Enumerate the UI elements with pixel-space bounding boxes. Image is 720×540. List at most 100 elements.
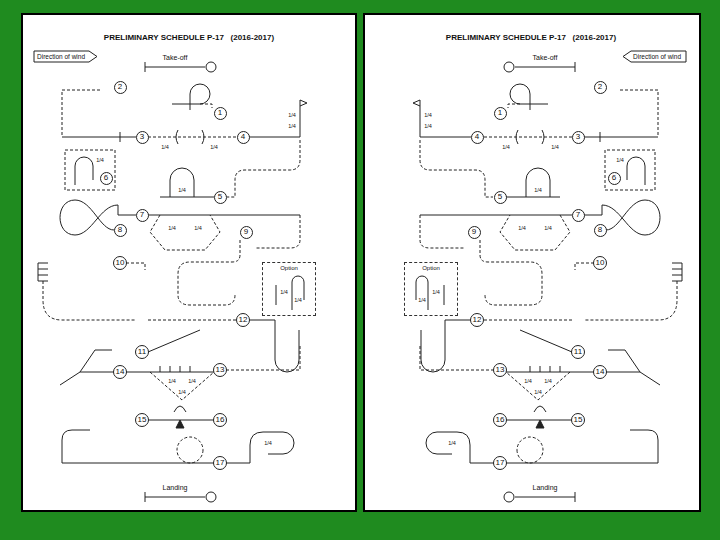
figure-number: 11 bbox=[571, 345, 585, 359]
fraction-mark: 1/4 bbox=[177, 389, 187, 395]
figure-number-text: 2 bbox=[118, 83, 122, 92]
figure-line bbox=[118, 205, 136, 215]
figure-number: 9 bbox=[240, 226, 253, 239]
figure-loop bbox=[178, 240, 240, 305]
figure-line bbox=[249, 100, 307, 137]
fraction-mark: 1/4 bbox=[160, 144, 170, 150]
figure-number-text: 6 bbox=[612, 174, 616, 183]
figure-number: 7 bbox=[136, 209, 149, 222]
figure-loop bbox=[226, 432, 294, 463]
path-dash bbox=[62, 90, 100, 137]
figure-number-text: 16 bbox=[496, 416, 505, 425]
wind-direction-box: Direction of wind bbox=[33, 50, 98, 63]
path-dash bbox=[255, 215, 300, 248]
fraction-mark: 1/4 bbox=[431, 289, 441, 295]
fraction-mark: 1/4 bbox=[187, 378, 197, 384]
fraction-mark: 1/4 bbox=[167, 378, 177, 384]
figure-line bbox=[148, 330, 200, 352]
figure-number-text: 13 bbox=[496, 366, 505, 375]
figure-number: 1 bbox=[214, 107, 227, 120]
figure-number: 16 bbox=[213, 413, 227, 427]
fraction-mark: 1/4 bbox=[501, 144, 511, 150]
fraction-mark: 1/4 bbox=[95, 157, 105, 163]
flight-path bbox=[38, 62, 307, 502]
option-heading: Option bbox=[422, 265, 440, 272]
page-sheet bbox=[364, 14, 700, 511]
figure-number-text: 17 bbox=[216, 459, 225, 468]
figure-number-text: 10 bbox=[596, 259, 605, 268]
figure-triangle bbox=[150, 372, 214, 400]
fraction-mark: 1/4 bbox=[517, 225, 527, 231]
figure-number-text: 1 bbox=[218, 109, 222, 118]
figure-number-text: 16 bbox=[216, 416, 225, 425]
figure-number-text: 9 bbox=[244, 228, 248, 237]
path-dash bbox=[226, 345, 300, 370]
figure-number: 10 bbox=[593, 256, 607, 270]
figure-number: 5 bbox=[214, 191, 227, 204]
figure-loop bbox=[177, 437, 203, 463]
fraction-mark: 1/4 bbox=[287, 112, 297, 118]
figure-number: 14 bbox=[593, 365, 607, 379]
wind-text: Direction of wind bbox=[633, 53, 681, 60]
option-frame bbox=[65, 150, 115, 190]
figure-line bbox=[62, 430, 214, 463]
figure-number: 13 bbox=[493, 363, 507, 377]
figure-number-text: 5 bbox=[218, 193, 222, 202]
figure-number: 12 bbox=[470, 313, 484, 327]
fraction-mark: 1/4 bbox=[193, 225, 203, 231]
roll-mark bbox=[176, 130, 204, 144]
option-box: Option bbox=[404, 262, 458, 316]
figure-number-text: 13 bbox=[216, 366, 225, 375]
landing-line bbox=[145, 492, 205, 502]
figure-line bbox=[148, 137, 237, 138]
fraction-mark: 1/4 bbox=[417, 297, 427, 303]
wind-arrow-outline bbox=[34, 51, 97, 62]
figure-number: 2 bbox=[114, 81, 127, 94]
fraction-mark: 1/4 bbox=[550, 144, 560, 150]
fraction-mark: 1/4 bbox=[447, 440, 457, 446]
figure-number-text: 12 bbox=[239, 316, 248, 325]
fraction-mark: 1/4 bbox=[533, 389, 543, 395]
figure-number-text: 2 bbox=[598, 83, 602, 92]
fraction-mark: 1/4 bbox=[167, 225, 177, 231]
landing-circle bbox=[206, 492, 216, 502]
figure-hump bbox=[160, 168, 214, 197]
fraction-mark: 1/4 bbox=[523, 378, 533, 384]
figure-number-text: 10 bbox=[116, 259, 125, 268]
fraction-mark: 1/4 bbox=[279, 289, 289, 295]
figure-number-text: 14 bbox=[596, 368, 605, 377]
figure-number: 16 bbox=[493, 413, 507, 427]
figure-number-text: 3 bbox=[576, 133, 580, 142]
figure-number-text: 4 bbox=[241, 133, 245, 142]
figure-number-text: 15 bbox=[138, 416, 147, 425]
figure-line bbox=[148, 215, 300, 216]
figure-number-text: 8 bbox=[598, 226, 602, 235]
figure-number-text: 3 bbox=[140, 133, 144, 142]
figure-number-text: 1 bbox=[498, 109, 502, 118]
figure-line bbox=[148, 420, 214, 421]
fraction-mark: 1/4 bbox=[263, 440, 273, 446]
figure-symbol bbox=[174, 406, 186, 412]
figure-number-text: 14 bbox=[116, 368, 125, 377]
fraction-mark: 1/4 bbox=[533, 187, 543, 193]
figure-number-text: 11 bbox=[138, 348, 146, 357]
takeoff-line bbox=[145, 62, 205, 72]
figure-number: 14 bbox=[113, 365, 127, 379]
fraction-mark: 1/4 bbox=[177, 187, 187, 193]
fraction-mark: 1/4 bbox=[615, 157, 625, 163]
takeoff-label: Take-off bbox=[532, 54, 559, 62]
figure-line bbox=[62, 132, 136, 142]
wind-direction-box: Direction of wind bbox=[622, 50, 687, 63]
figure-number: 4 bbox=[237, 131, 250, 144]
figure-number: 6 bbox=[608, 172, 621, 185]
figure-number-text: 9 bbox=[472, 228, 476, 237]
figure-line bbox=[60, 350, 114, 385]
figure-number: 8 bbox=[594, 224, 607, 237]
path-dash bbox=[43, 281, 136, 320]
figure-loop bbox=[172, 84, 210, 110]
figure-number: 4 bbox=[471, 131, 484, 144]
wind-arrow-outline bbox=[623, 51, 686, 62]
landing-label: Landing bbox=[162, 484, 189, 492]
